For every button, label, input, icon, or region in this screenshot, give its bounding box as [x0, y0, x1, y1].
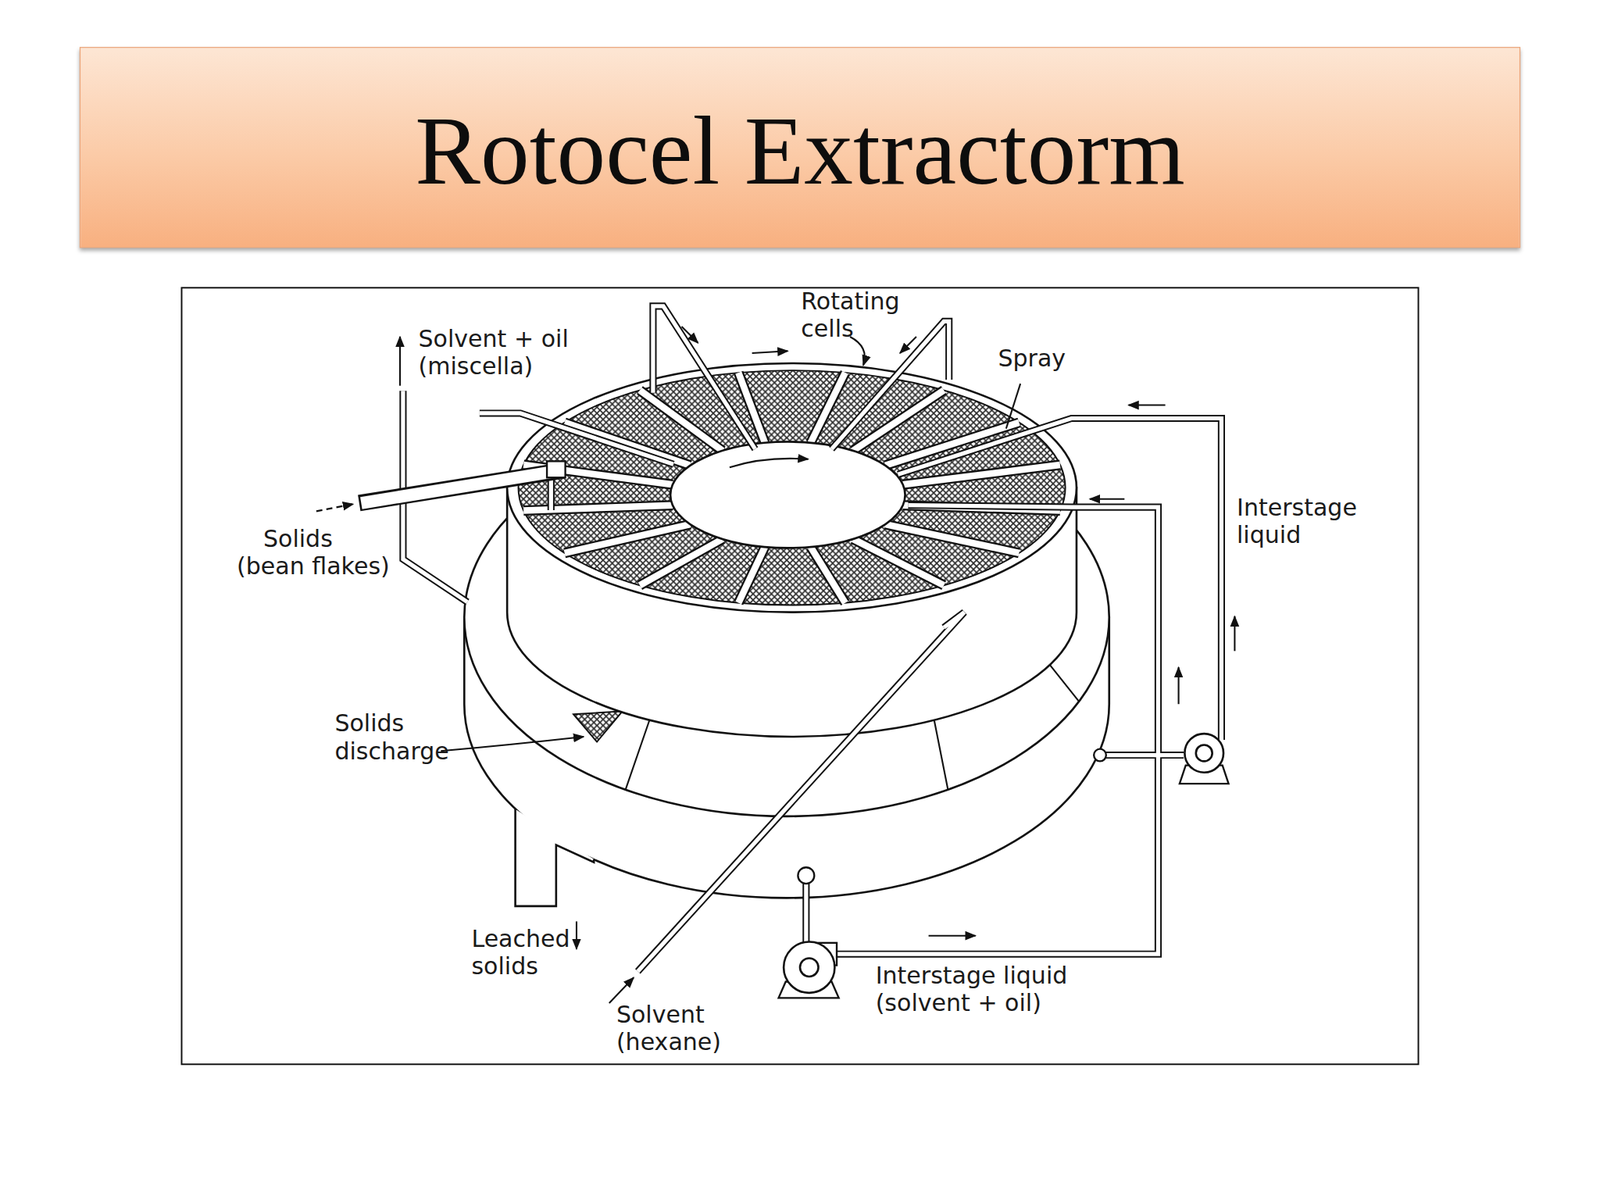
flow-arrow	[1233, 616, 1236, 651]
flow-arrow	[752, 350, 789, 354]
pump-eye	[1196, 744, 1213, 761]
leader-line	[1006, 383, 1021, 429]
discharge-chute-leg	[515, 809, 595, 907]
callout-label: Solids (bean flakes)	[236, 525, 400, 582]
cell-screens	[518, 370, 1066, 605]
feed-elbow	[546, 460, 566, 478]
pipe-outline	[403, 306, 1222, 972]
cell-dividers	[523, 372, 1061, 604]
callout-label: Rotating cells	[800, 287, 908, 343]
pump-symbol	[783, 942, 835, 993]
slide-title: Rotocel Extractorm	[80, 47, 1520, 247]
pump-eye	[800, 957, 819, 977]
flow-arrow	[575, 921, 578, 949]
callout-label: Spray	[997, 344, 1066, 372]
feed-pipe	[360, 470, 561, 504]
flow-arrows	[316, 326, 1236, 1004]
flow-arrow	[928, 935, 976, 937]
pipe-flange	[1093, 749, 1107, 762]
flow-arrow	[1128, 403, 1166, 406]
callout-label: Leached solids	[471, 925, 579, 982]
pump-symbol	[1184, 733, 1224, 773]
flow-arrow	[1089, 498, 1125, 500]
rotor-rim	[507, 363, 1077, 613]
callout-label: Solvent + oil (miscella)	[418, 325, 583, 382]
pipe-bore	[403, 306, 1222, 972]
leader-line	[440, 736, 584, 751]
flow-arrow	[316, 503, 354, 511]
cell-dividers-outline	[523, 372, 1061, 604]
callout-label: Interstage liquid	[1236, 493, 1365, 550]
feed-pipe-outline	[359, 470, 564, 504]
flow-arrow	[1178, 667, 1180, 704]
callout-label: Interstage liquid (solvent + oil)	[875, 962, 1072, 1018]
pipe-flange	[797, 867, 815, 884]
rotation-arrow	[729, 458, 809, 468]
title-banner: Rotocel Extractorm	[79, 46, 1521, 248]
flow-arrow	[399, 336, 401, 386]
flow-arrow	[681, 326, 698, 343]
figure-frame	[181, 287, 1418, 1065]
flow-arrow	[900, 336, 917, 354]
callout-label: Solids discharge	[334, 710, 459, 766]
flow-arrow	[609, 977, 634, 1004]
rotor-hub	[670, 442, 905, 549]
callout-label: Solvent (hexane)	[616, 1000, 731, 1057]
